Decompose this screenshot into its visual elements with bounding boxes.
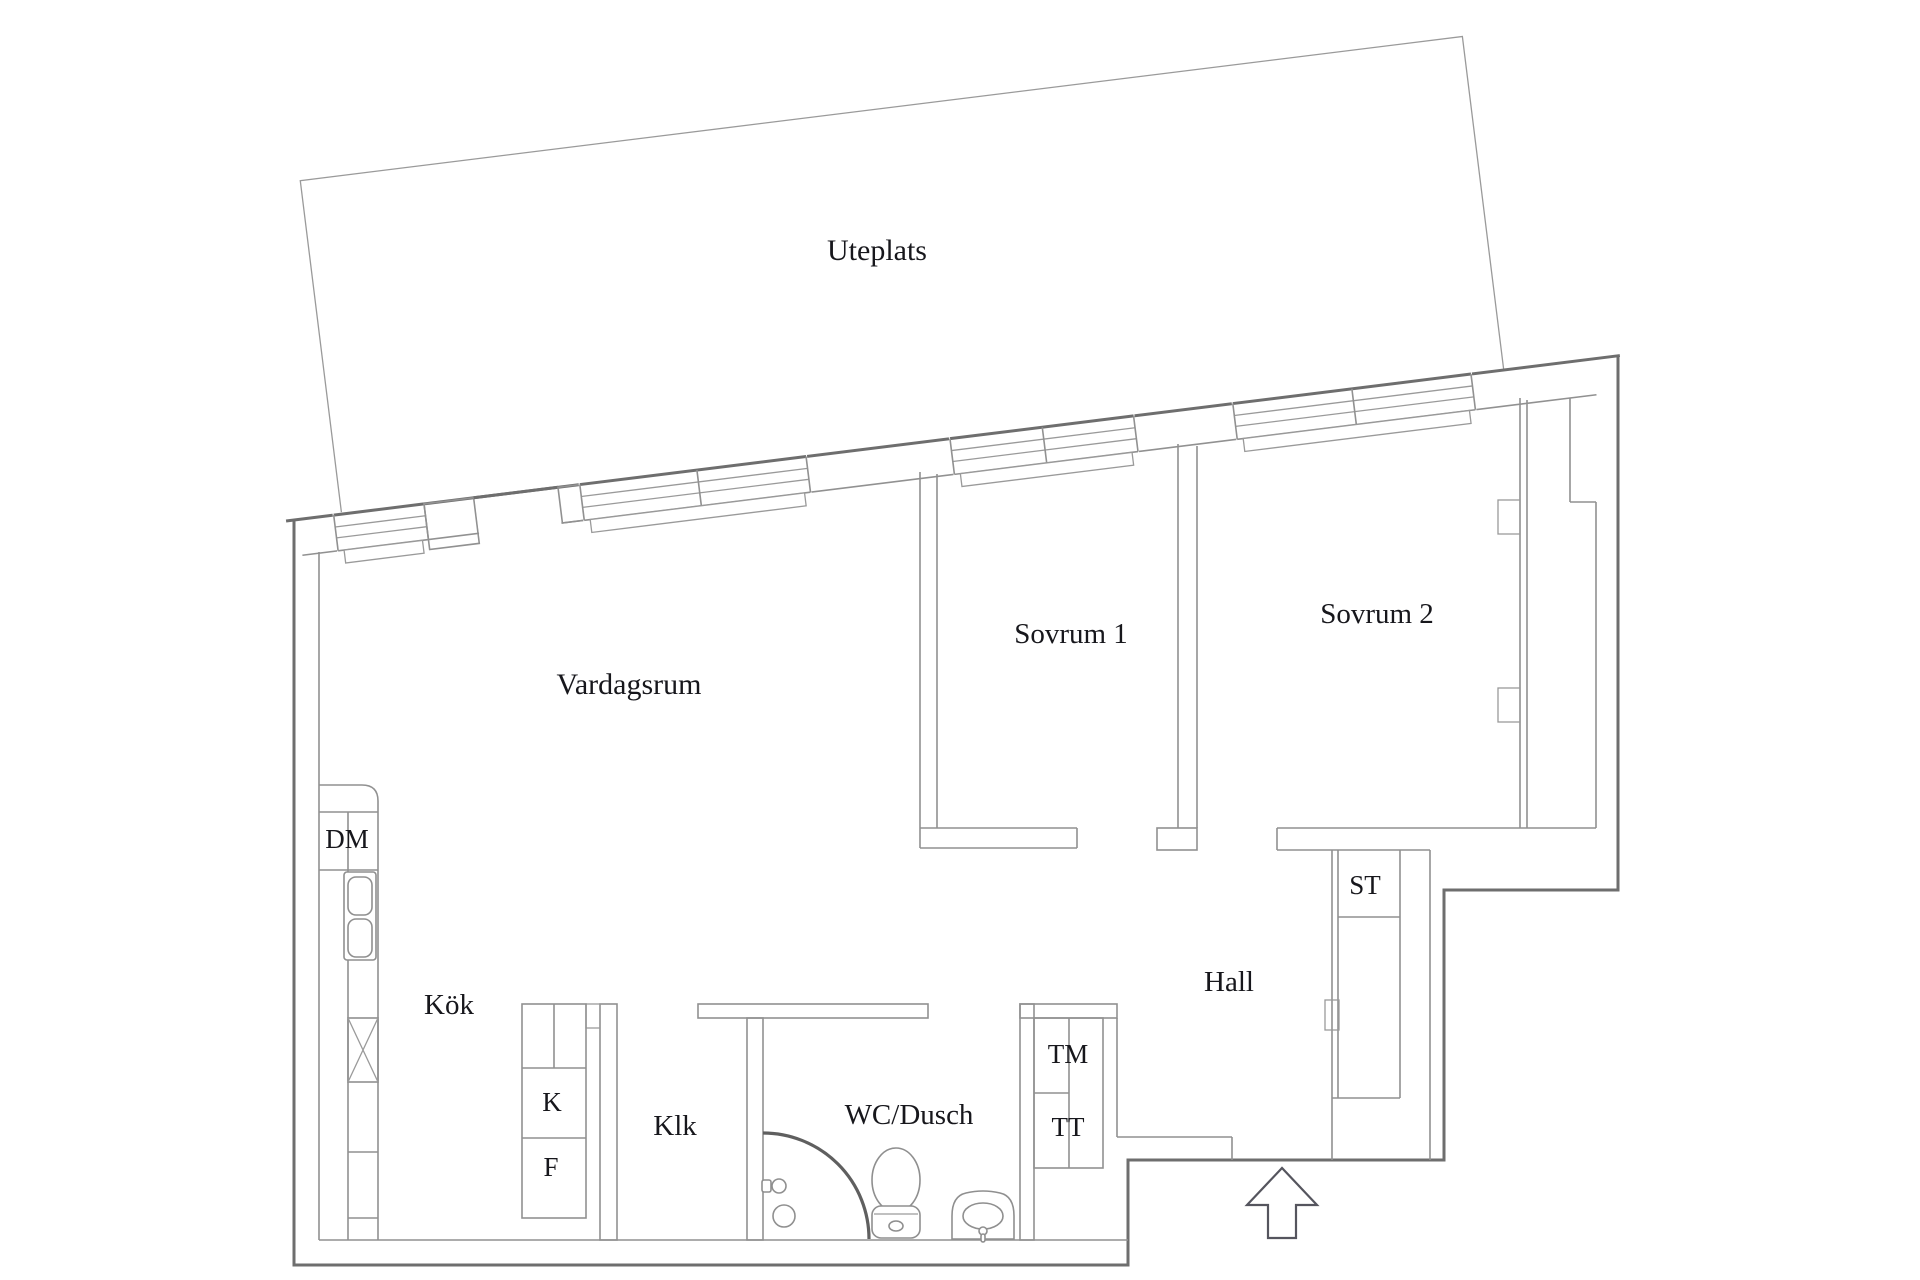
kitchen-wall-step [585, 1003, 601, 1029]
label-k: K [542, 1087, 562, 1117]
label-klk: Klk [653, 1110, 697, 1142]
sovrum2-bottom-wall [1276, 827, 1596, 851]
window [332, 501, 430, 564]
left-bottom-inner-wall [318, 552, 1128, 1241]
bedroom-divider-wall [1177, 444, 1198, 828]
uteplats-outline [299, 35, 1505, 515]
label-dm: DM [325, 824, 369, 854]
klk-left-wall [599, 1003, 618, 1241]
wc-top-wall [697, 1003, 929, 1019]
label-tt: TT [1052, 1112, 1085, 1142]
bathroom-fixtures [761, 1131, 1015, 1243]
laundry-unit [1033, 1017, 1104, 1169]
wc-east-wall [1019, 1003, 1035, 1241]
right-inner-wall [1429, 398, 1597, 1160]
hall-floor-edge [1116, 1018, 1233, 1160]
room-labels: Uteplats Vardagsrum Sovrum 1 Sovrum 2 Kö… [325, 234, 1434, 1182]
label-wc-dusch: WC/Dusch [845, 1099, 974, 1131]
fridge-freezer-unit [521, 1003, 587, 1219]
label-tm: TM [1048, 1039, 1089, 1069]
entrance-arrow [1244, 1166, 1320, 1240]
shower-head [761, 1178, 787, 1194]
wash-basin [951, 1190, 1015, 1243]
patio-door-opening [473, 485, 562, 538]
sovrum1-west-wall [919, 472, 1078, 849]
wardrobe-door-notch [1497, 499, 1521, 535]
label-kok: Kök [424, 989, 474, 1021]
label-st: ST [1349, 870, 1381, 900]
kitchen-counter [319, 784, 379, 1240]
toilet [871, 1147, 921, 1239]
label-sovrum1: Sovrum 1 [1014, 618, 1128, 650]
floor-drain [772, 1204, 796, 1228]
klk-wc-divider [746, 1017, 764, 1241]
wardrobe-door-notch [1497, 687, 1521, 723]
kitchen-sink [343, 871, 377, 961]
label-sovrum2: Sovrum 2 [1320, 598, 1434, 630]
window [948, 413, 1140, 488]
label-uteplats: Uteplats [827, 234, 927, 267]
wardrobe-front [1519, 398, 1528, 828]
interior-walls [318, 398, 1597, 1241]
uteplats-and-top-wall [285, 35, 1621, 564]
label-vardagsrum: Vardagsrum [557, 668, 702, 701]
laundry-dividers [1034, 1018, 1070, 1168]
wall-pier-box [423, 496, 481, 551]
divider-foot [1156, 827, 1198, 851]
hall-closet [1331, 850, 1401, 1160]
shower-screen [762, 1131, 871, 1240]
label-f: F [543, 1152, 558, 1182]
closet-door-notch [1324, 999, 1340, 1031]
label-hall: Hall [1204, 966, 1254, 998]
window [578, 454, 812, 534]
window [1231, 371, 1477, 453]
stove [347, 1017, 379, 1083]
kf-dividers [522, 1004, 586, 1139]
exterior-wall [292, 355, 1620, 1267]
